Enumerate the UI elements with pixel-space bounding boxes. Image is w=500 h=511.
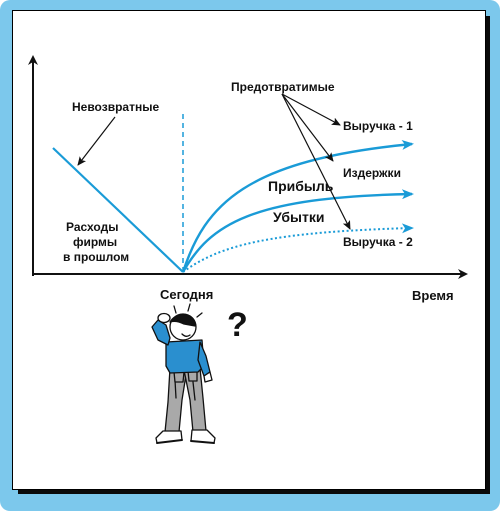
sunk-label: Невозвратные [72,100,159,114]
avoidable-pointer-costs [281,93,334,162]
avoidable-pointer-revenue2 [281,93,351,230]
revenue-2-label: Выручка - 2 [343,235,413,249]
revenue-2-curve [182,223,414,273]
sunk-pointer [77,116,116,166]
losses-label: Убытки [273,209,324,225]
avoidable-label: Предотвратимые [231,80,335,94]
question-mark: ? [227,306,248,344]
past-costs-label-3: в прошлом [63,250,129,264]
avoidable-pointer-revenue1 [281,93,341,126]
revenue-1-label: Выручка - 1 [343,119,413,133]
past-costs-label-1: Расходы [66,220,118,234]
diagram-panel [12,10,486,490]
revenue-1-curve [181,139,414,273]
costs-label: Издержки [343,166,401,180]
time-axis-label: Время [412,288,454,303]
today-label: Сегодня [160,287,213,302]
thinking-person-illustration [151,303,216,444]
profit-label: Прибыль [268,178,334,194]
costs-curve [181,189,414,273]
past-costs-line [52,147,184,273]
past-costs-label-2: фирмы [73,235,117,249]
